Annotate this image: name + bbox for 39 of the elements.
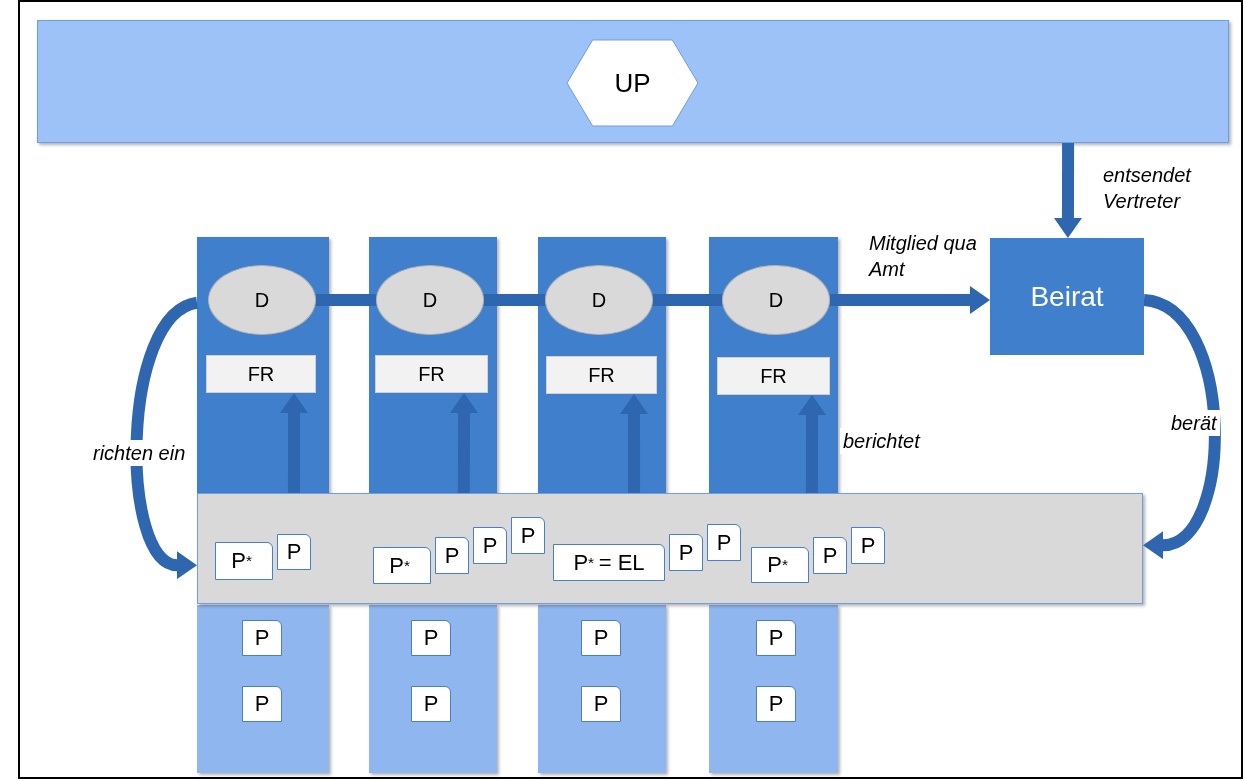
column-bar	[197, 605, 329, 773]
ellipse-node: D	[208, 265, 316, 335]
document-card: P	[581, 686, 621, 722]
label-box: FR	[546, 356, 657, 394]
document-card: P	[851, 527, 885, 564]
ellipse-node: D	[722, 265, 830, 335]
connector-line	[484, 294, 545, 306]
banner-bar	[37, 20, 1229, 143]
column-bar	[538, 605, 666, 773]
document-card: P	[581, 620, 621, 656]
hexagon-node: UP	[566, 39, 699, 127]
process-box: Beirat	[990, 238, 1144, 355]
document-card: P	[669, 534, 703, 571]
label-box: FR	[375, 355, 488, 393]
document-card: P	[756, 686, 796, 722]
document-card: P	[277, 534, 311, 570]
document-card: P	[242, 620, 282, 656]
ellipse-node: D	[376, 265, 484, 335]
column-bar	[709, 605, 838, 773]
label-box: FR	[206, 355, 316, 393]
label-box: FR	[717, 357, 830, 395]
document-card: P	[242, 686, 282, 722]
ellipse-node: D	[545, 265, 653, 335]
document-card: P	[813, 537, 847, 574]
document-card: P	[473, 527, 507, 564]
connector-line	[653, 294, 722, 306]
document-card: P	[411, 620, 451, 656]
column-bar	[709, 237, 838, 493]
band-bar	[197, 493, 1143, 604]
document-card: P	[707, 524, 741, 561]
column-bar	[197, 237, 329, 493]
document-card: P	[756, 620, 796, 656]
connector-line	[316, 294, 376, 306]
document-card: P	[511, 517, 545, 554]
document-card: P	[411, 686, 451, 722]
column-bar	[538, 237, 666, 493]
column-bar	[369, 237, 497, 493]
document-card: P	[435, 537, 469, 574]
column-bar	[369, 605, 497, 773]
